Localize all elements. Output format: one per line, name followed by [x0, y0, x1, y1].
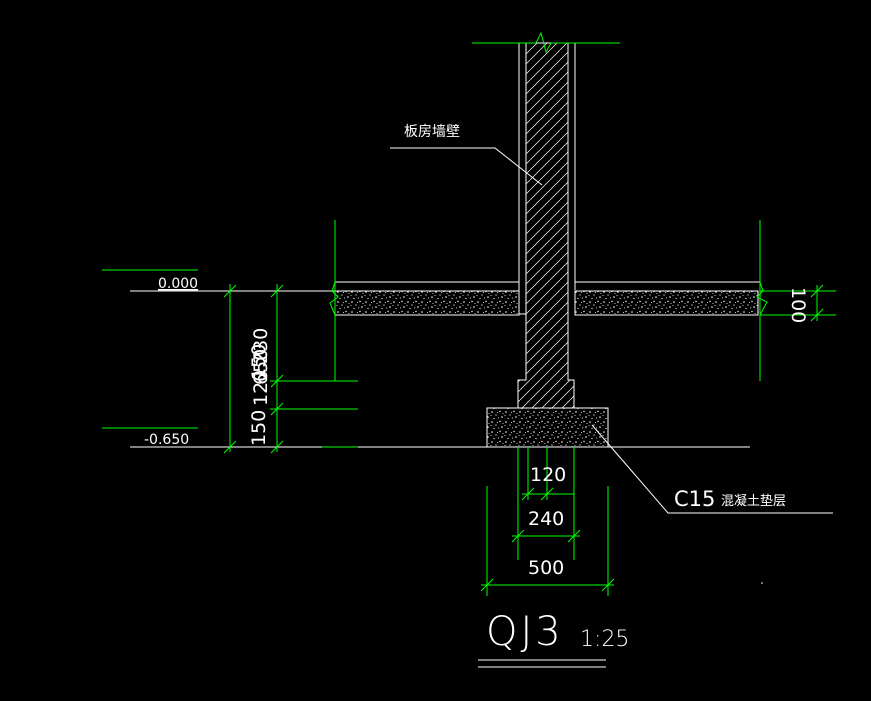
- dim-total-650: 650: [250, 349, 272, 385]
- dim-footing-500: 500: [528, 557, 564, 579]
- left-dimensions: [223, 220, 358, 454]
- dim-wall-half-120: 120: [530, 464, 566, 486]
- concrete-cushion: [486, 407, 609, 448]
- title-underline: [478, 659, 606, 668]
- wall-section: [517, 42, 576, 409]
- dim-slab-100: 100: [787, 287, 809, 323]
- top-break-line: [472, 31, 620, 54]
- dim-lower-150: 150: [248, 410, 270, 446]
- elevation-top-mark: [102, 269, 198, 292]
- bottom-dimensions: [480, 447, 615, 596]
- wall-label-leader: [390, 147, 543, 186]
- elevation-top-label: 0.000: [158, 276, 198, 292]
- drawing-title: QJ3: [486, 609, 564, 655]
- cushion-name-label: 混凝土垫层: [721, 493, 786, 509]
- drawing-scale: 1:25: [580, 627, 629, 652]
- dim-mid-120: 120: [250, 370, 272, 406]
- dim-step-230: 230: [250, 328, 272, 364]
- cushion-label-leader: [591, 424, 833, 514]
- wall-label: 板房墙壁: [404, 124, 460, 140]
- elevation-bottom-mark: [102, 427, 198, 448]
- stray-point: [761, 582, 763, 584]
- elevation-bottom-label: -0.650: [144, 432, 189, 448]
- dim-wall-240: 240: [528, 508, 564, 530]
- cushion-grade-label: C15: [674, 487, 715, 511]
- dim-upper-150: 150: [248, 344, 270, 380]
- floor-slab: [130, 281, 768, 316]
- right-slab-dimension: [759, 220, 836, 381]
